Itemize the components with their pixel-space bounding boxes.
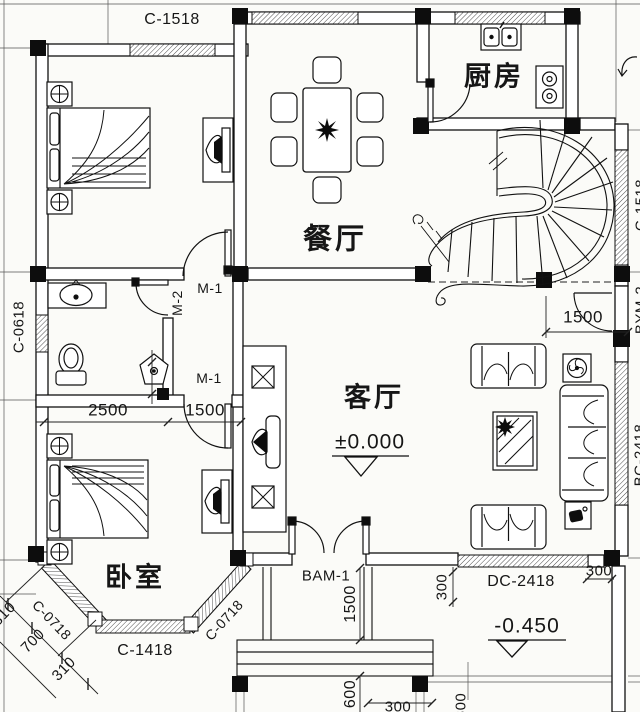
label-door-dc2418: DC-2418 (487, 573, 555, 590)
edge-label-balcony-door: BYM-2 (632, 285, 640, 335)
edge-label-stair-window: C-1518 (632, 178, 640, 232)
level-terrace: -0.450 (494, 614, 560, 638)
tv-cabinet (242, 345, 287, 533)
window-dc2418 (457, 554, 589, 568)
bed-2 (46, 459, 149, 539)
hook-symbol (617, 56, 638, 78)
door-m2-bathroom (131, 277, 169, 316)
room-label-bedroom: 卧室 (105, 562, 165, 593)
dim-300-terrace-right: 300 (585, 562, 613, 580)
label-window-c1418: C-1418 (117, 642, 173, 659)
dresser-2 (201, 469, 233, 534)
level-ground: ±0.000 (334, 430, 406, 454)
bathroom-sink (47, 279, 107, 309)
loveseat-bottom (470, 504, 547, 550)
kitchen-sink (480, 21, 522, 51)
sofa-3seat (559, 384, 609, 502)
stove (535, 65, 564, 109)
room-label-dining: 餐厅 (302, 223, 368, 256)
dim-600: 600 (342, 679, 359, 709)
toilet (55, 343, 87, 386)
floor-drain (139, 353, 169, 385)
appliance-symbol (564, 501, 592, 530)
porch-steps (236, 567, 434, 677)
columns (28, 8, 630, 692)
label-window-c0618: C-0618 (10, 300, 28, 354)
fan-symbol (562, 353, 592, 383)
dining-table (302, 87, 352, 173)
coffee-table (492, 411, 538, 471)
loveseat-top (470, 343, 547, 389)
spiral-staircase (412, 119, 615, 306)
dim-1500-hall: 1500 (185, 400, 225, 420)
window-c0618 (35, 314, 49, 353)
nightstand (46, 81, 73, 215)
room-label-kitchen: 厨房 (464, 61, 524, 92)
label-window-c1518: C-1518 (144, 11, 200, 28)
dim-1500-stair: 1500 (563, 307, 603, 327)
room-label-living: 客厅 (344, 382, 404, 413)
window-living (614, 361, 629, 506)
windows (35, 11, 629, 568)
label-door-m1-a: M-1 (197, 280, 223, 296)
bed-1 (46, 107, 151, 189)
door-m1-bedroom2 (183, 403, 232, 449)
door-stair-hall (573, 292, 613, 332)
dim-2500: 2500 (88, 400, 128, 420)
dining-chairs (270, 56, 384, 204)
dresser-1 (202, 117, 234, 183)
label-door-bam1: BAM-1 (301, 567, 351, 585)
plant-symbol (495, 417, 515, 437)
dim-1500-porch: 1500 (342, 585, 359, 623)
nightstand (46, 433, 73, 565)
label-door-m2: M-2 (169, 290, 185, 316)
window-kitchen (454, 11, 546, 25)
dim-300-bottom: 300 (384, 698, 412, 712)
entry-double-door (287, 516, 371, 555)
window-dining (251, 11, 359, 25)
dim-300-porch-side: 300 (433, 573, 451, 601)
window-c1518 (129, 43, 216, 57)
level-marks (332, 455, 566, 658)
label-door-m1-b: M-1 (196, 370, 222, 386)
table-centerpiece (315, 118, 339, 142)
door-m1-bedroom1 (182, 229, 233, 277)
edge-label-balcony-window: BC-2418 (631, 423, 640, 487)
dim-300-terrace-bottom: 300 (452, 692, 470, 712)
door-kitchen (425, 78, 471, 123)
doors (131, 78, 613, 555)
window-stair (614, 149, 629, 266)
dimension-lines (0, 296, 633, 712)
